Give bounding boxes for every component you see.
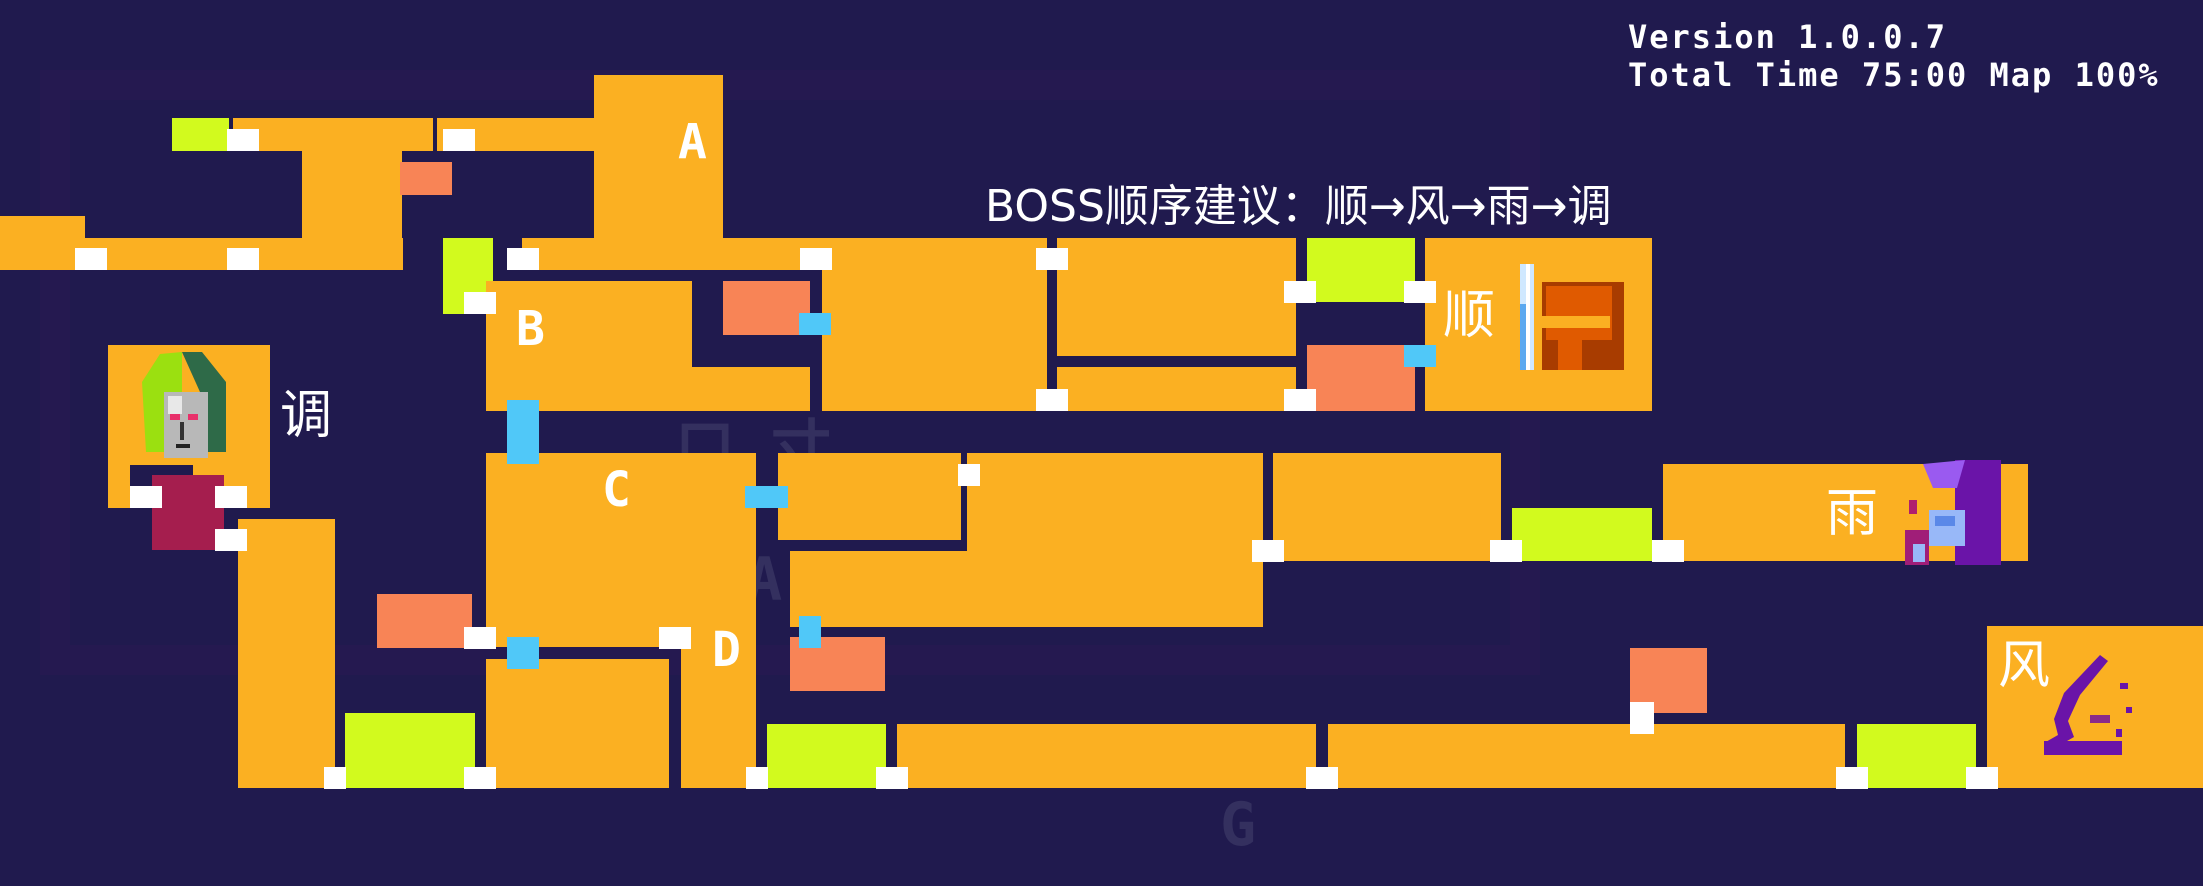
warp-door[interactable] <box>507 637 539 669</box>
map-room[interactable] <box>686 367 810 411</box>
hud: Version 1.0.0.7 Total Time 75:00 Map 100… <box>1628 18 2160 94</box>
room-d[interactable] <box>681 615 756 788</box>
map-room[interactable] <box>238 519 335 788</box>
map-room[interactable] <box>897 724 1316 788</box>
map-room[interactable] <box>522 238 822 270</box>
warp-door[interactable] <box>799 616 821 648</box>
door[interactable] <box>1490 540 1522 562</box>
door[interactable] <box>958 464 980 486</box>
room-b[interactable] <box>486 281 692 411</box>
boss-order-tip: BOSS顺序建议：顺→风→雨→调 <box>985 181 1612 232</box>
door[interactable] <box>1966 767 1998 789</box>
door[interactable] <box>800 248 832 270</box>
door[interactable] <box>1630 702 1654 734</box>
treasure-chest-boss-icon <box>1520 264 1624 370</box>
door[interactable] <box>1284 281 1316 303</box>
boss-name-shun: 顺 <box>1443 286 1496 346</box>
room-a[interactable] <box>594 75 723 270</box>
version-label: Version 1.0.0.7 <box>1628 18 1947 56</box>
item-room[interactable] <box>723 281 810 335</box>
door[interactable] <box>1836 767 1868 789</box>
boss-room-feng[interactable] <box>1987 626 2203 788</box>
door[interactable] <box>227 248 259 270</box>
door[interactable] <box>215 486 247 508</box>
door[interactable] <box>507 248 539 270</box>
boss-name-tiao: 调 <box>280 386 333 446</box>
area-label-c: C <box>602 462 631 518</box>
save-room[interactable] <box>1307 238 1415 302</box>
map-room[interactable] <box>486 659 669 788</box>
item-room[interactable] <box>1307 345 1415 411</box>
map-room[interactable] <box>1057 238 1296 356</box>
warp-door[interactable] <box>745 486 788 508</box>
area-label-a: A <box>678 114 707 170</box>
boss-name-feng: 风 <box>1998 636 2051 696</box>
map-room[interactable] <box>822 238 1047 411</box>
boss-name-yu: 雨 <box>1826 484 1879 544</box>
map-room[interactable] <box>1273 453 1501 561</box>
warp-door[interactable] <box>1404 345 1436 367</box>
area-label-b: B <box>516 301 545 357</box>
warp-door[interactable] <box>799 313 831 335</box>
map-room[interactable] <box>1057 367 1296 411</box>
save-room[interactable] <box>345 713 475 788</box>
door[interactable] <box>1306 767 1338 789</box>
rain-boss-icon <box>1905 460 2001 565</box>
green-hair-boss-icon <box>142 352 226 458</box>
save-room[interactable] <box>1857 724 1976 788</box>
wind-boss-icon <box>2044 655 2132 755</box>
door[interactable] <box>1404 281 1436 303</box>
door[interactable] <box>464 767 496 789</box>
door[interactable] <box>1252 540 1284 562</box>
map-room[interactable] <box>778 453 961 540</box>
boss-gate[interactable] <box>152 475 224 550</box>
door[interactable] <box>464 627 496 649</box>
warp-door[interactable] <box>507 400 539 464</box>
save-room[interactable] <box>172 118 229 151</box>
item-room[interactable] <box>377 594 472 648</box>
save-room[interactable] <box>1512 508 1652 561</box>
map-room[interactable] <box>790 551 1263 627</box>
door[interactable] <box>443 129 475 151</box>
door[interactable] <box>130 486 162 508</box>
stats-label: Total Time 75:00 Map 100% <box>1628 56 2160 94</box>
door[interactable] <box>75 248 107 270</box>
door[interactable] <box>324 767 346 789</box>
save-room[interactable] <box>767 724 886 788</box>
area-label-d: D <box>712 622 741 678</box>
map-room[interactable] <box>1328 724 1845 788</box>
door[interactable] <box>1036 389 1068 411</box>
door[interactable] <box>659 627 691 649</box>
item-room[interactable] <box>400 162 452 195</box>
faint-text: G <box>1220 790 1257 860</box>
door[interactable] <box>227 129 259 151</box>
door[interactable] <box>1284 389 1316 411</box>
door[interactable] <box>1036 248 1068 270</box>
door[interactable] <box>746 767 768 789</box>
door[interactable] <box>464 292 496 314</box>
door[interactable] <box>1652 540 1684 562</box>
door[interactable] <box>876 767 908 789</box>
door[interactable] <box>215 529 247 551</box>
